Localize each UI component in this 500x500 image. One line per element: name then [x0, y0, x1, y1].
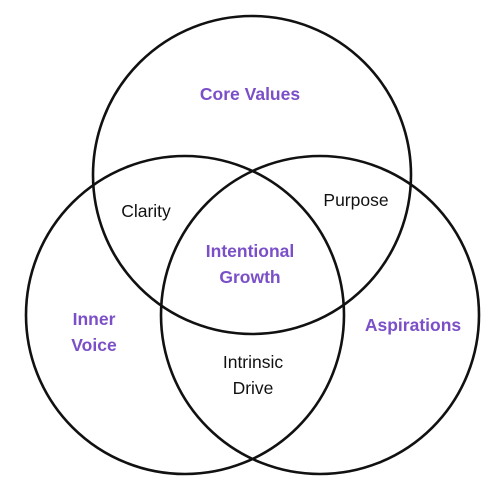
circle-inner-voice: [24, 154, 346, 476]
overlap-label-purpose: Purpose: [323, 190, 389, 210]
circle-core-values: [91, 14, 413, 336]
center-label-intentional-growth: Intentional Growth: [205, 241, 295, 287]
overlap-label-intrinsic-drive: Intrinsic Drive: [222, 352, 284, 398]
set-label-aspirations: Aspirations: [364, 315, 462, 335]
set-label-core-values: Core Values: [199, 84, 301, 104]
circle-aspirations: [159, 154, 481, 476]
set-label-inner-voice: Inner Voice: [71, 309, 117, 355]
overlap-label-clarity: Clarity: [121, 201, 171, 221]
